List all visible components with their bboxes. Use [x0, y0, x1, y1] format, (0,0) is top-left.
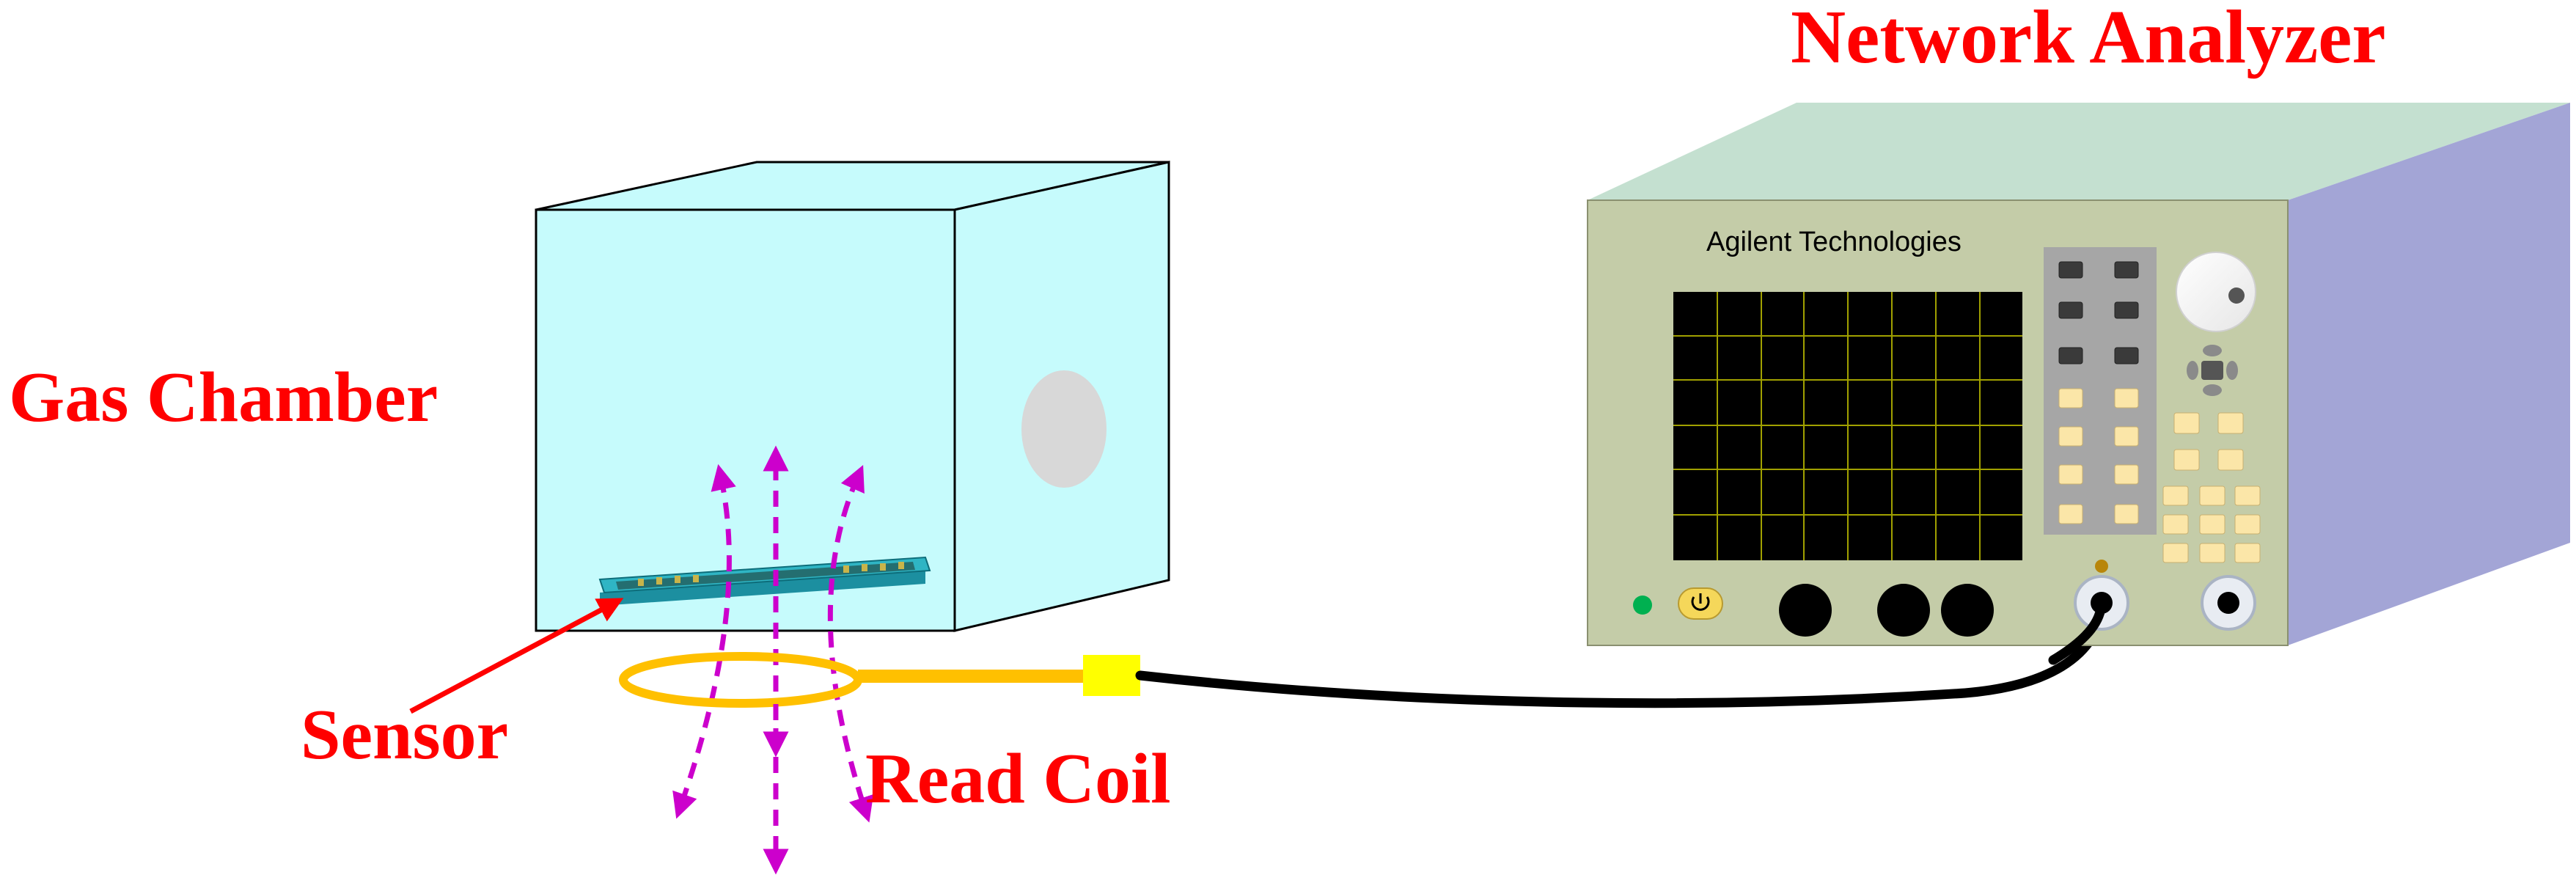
- magnetic-field-arrows: [672, 445, 874, 823]
- analyzer-top-face: [1588, 103, 2570, 200]
- coil-loop: [619, 652, 862, 708]
- gas-chamber-label: Gas Chamber: [9, 358, 438, 437]
- front-knob-2[interactable]: [1877, 584, 1930, 637]
- test-port-2[interactable]: [2201, 575, 2256, 631]
- coil-connector: [1083, 655, 1140, 696]
- softkeys-light[interactable]: [2058, 388, 2139, 524]
- display-screen: [1673, 292, 2022, 560]
- read-coil: [619, 652, 1140, 708]
- softkeys-dark[interactable]: [2058, 261, 2139, 364]
- power-icon: [1691, 593, 1710, 611]
- front-knob-1[interactable]: [1779, 584, 1832, 637]
- keypad[interactable]: [2162, 412, 2261, 563]
- network-analyzer: Agilent Technologies: [1587, 103, 2570, 646]
- knob-indicator: [2228, 287, 2245, 304]
- port-indicator: [2095, 560, 2108, 573]
- gas-chamber: [535, 161, 1170, 632]
- brand-text: Agilent Technologies: [1706, 227, 1962, 257]
- analyzer-side-face: [2288, 103, 2570, 645]
- cable-end: [2048, 598, 2107, 665]
- status-led: [1633, 596, 1652, 615]
- chamber-port: [1021, 370, 1107, 488]
- front-knob-3[interactable]: [1941, 584, 1994, 637]
- read-coil-label: Read Coil: [865, 739, 1171, 818]
- rotary-knob[interactable]: [2176, 252, 2256, 332]
- sensor-pointer-arrow: [409, 598, 624, 714]
- sensor-label: Sensor: [301, 695, 508, 774]
- network-analyzer-label: Network Analyzer: [1791, 0, 2386, 79]
- screen-grid: [1673, 292, 2022, 560]
- coaxial-cable: [1135, 595, 2108, 708]
- arrow-pad[interactable]: [2187, 345, 2238, 396]
